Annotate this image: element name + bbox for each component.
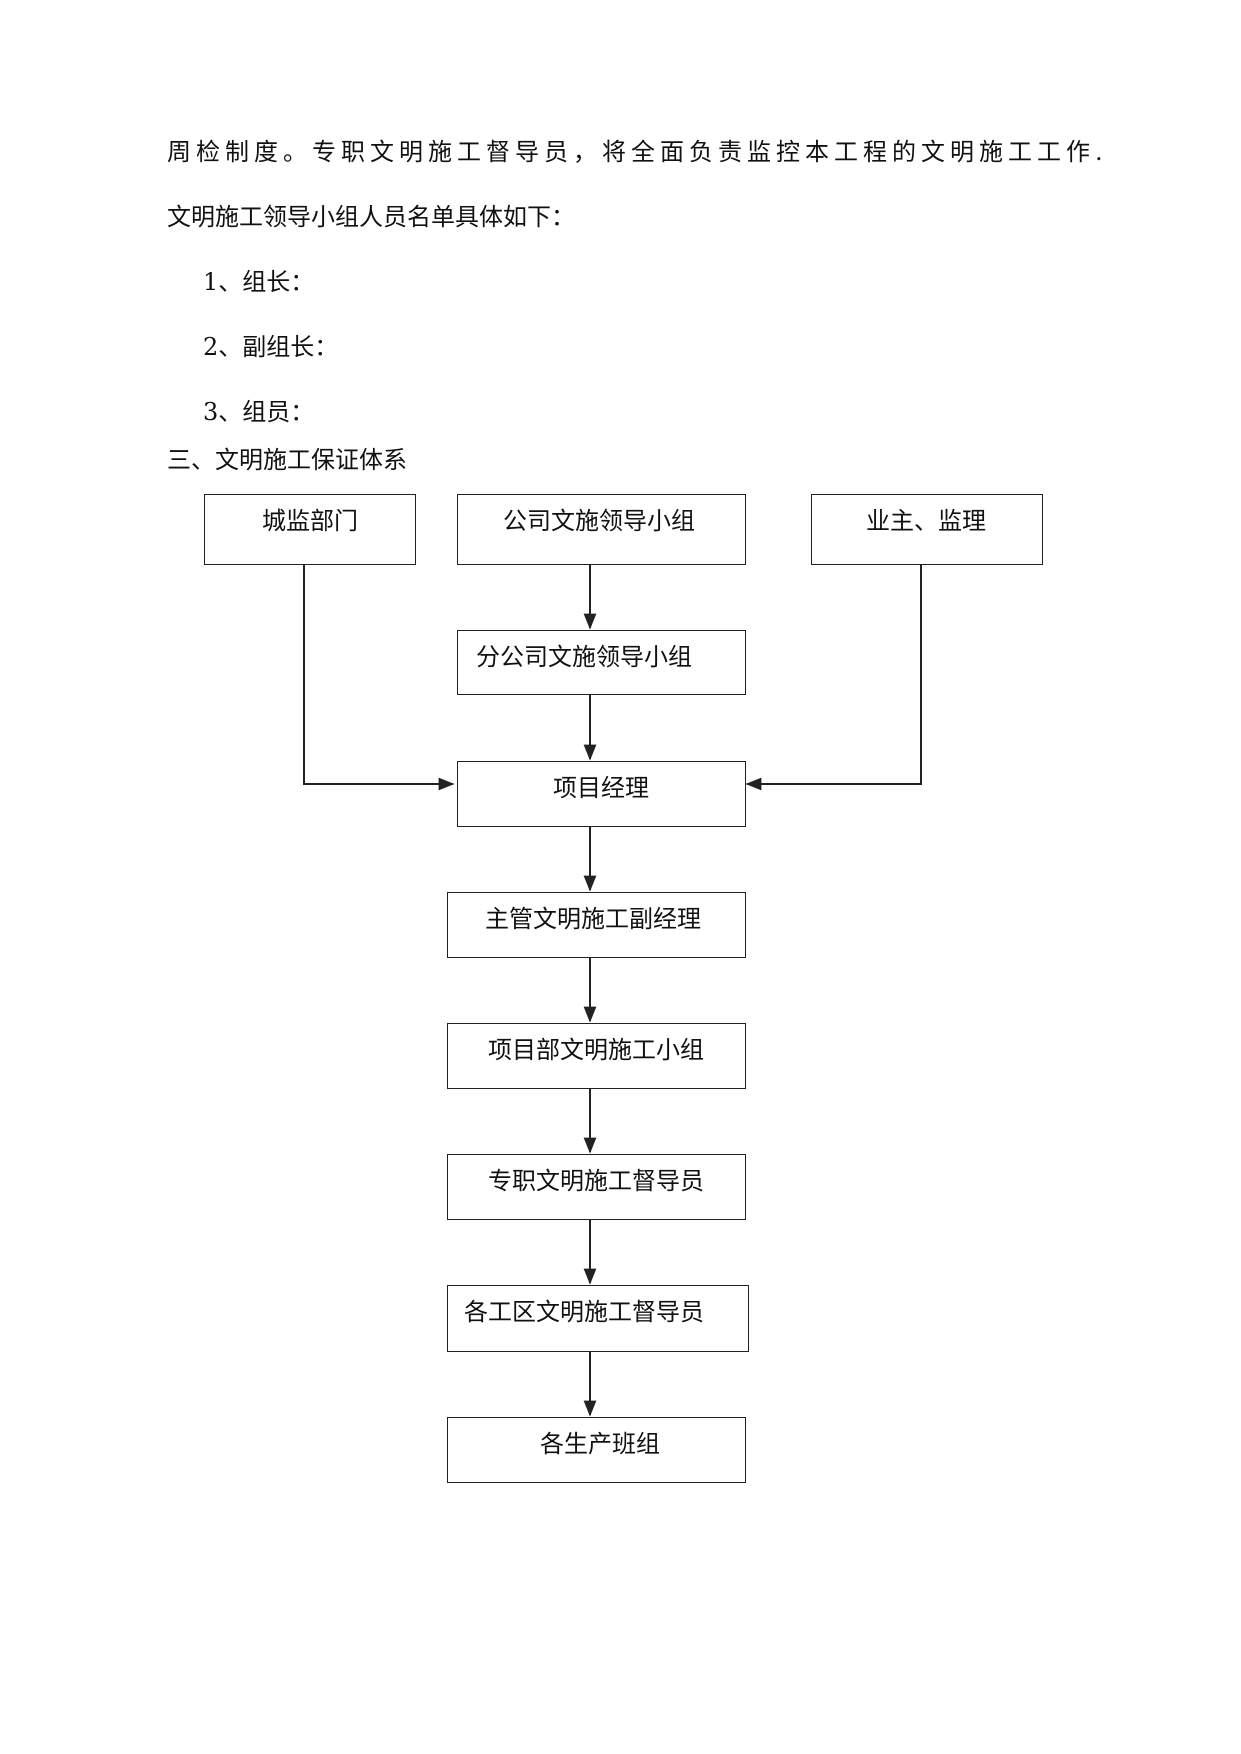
node-project-manager: 项目经理 (457, 761, 746, 827)
arrow-owner-to-manager (745, 565, 922, 791)
node-project-group-label: 项目部文明施工小组 (488, 1036, 704, 1064)
node-owner-supervisor: 业主、监理 (811, 494, 1043, 565)
node-project-group: 项目部文明施工小组 (447, 1023, 746, 1089)
node-full-time-supervisor: 专职文明施工督导员 (447, 1154, 746, 1220)
node-city-supervision: 城监部门 (204, 494, 416, 565)
member-deputy-leader: 2、副组长： (203, 333, 339, 361)
node-zone-supervisors: 各工区文明施工督导员 (447, 1285, 749, 1352)
node-deputy-manager-label: 主管文明施工副经理 (485, 905, 701, 933)
node-project-manager-label: 项目经理 (553, 774, 649, 802)
node-production-teams: 各生产班组 (447, 1417, 746, 1483)
paragraph-line-1: 周检制度。专职文明施工督导员，将全面负责监控本工程的文明施工工作. (167, 138, 1108, 166)
node-city-supervision-label: 城监部门 (262, 507, 358, 535)
node-full-time-supervisor-label: 专职文明施工督导员 (488, 1167, 704, 1195)
node-branch-group-label: 分公司文施领导小组 (476, 643, 692, 671)
node-owner-supervisor-label: 业主、监理 (866, 507, 986, 535)
node-company-group-label: 公司文施领导小组 (503, 507, 695, 535)
section-heading: 三、文明施工保证体系 (167, 446, 407, 474)
node-production-teams-label: 各生产班组 (540, 1430, 660, 1458)
node-zone-supervisors-label: 各工区文明施工督导员 (464, 1298, 704, 1326)
member-members: 3、组员： (203, 398, 315, 426)
node-deputy-manager: 主管文明施工副经理 (447, 892, 746, 958)
node-company-group: 公司文施领导小组 (457, 494, 746, 565)
paragraph-line-2: 文明施工领导小组人员名单具体如下： (167, 203, 575, 231)
member-leader: 1、组长： (203, 268, 315, 296)
node-branch-group: 分公司文施领导小组 (457, 630, 746, 695)
arrow-city-to-manager (303, 565, 455, 791)
